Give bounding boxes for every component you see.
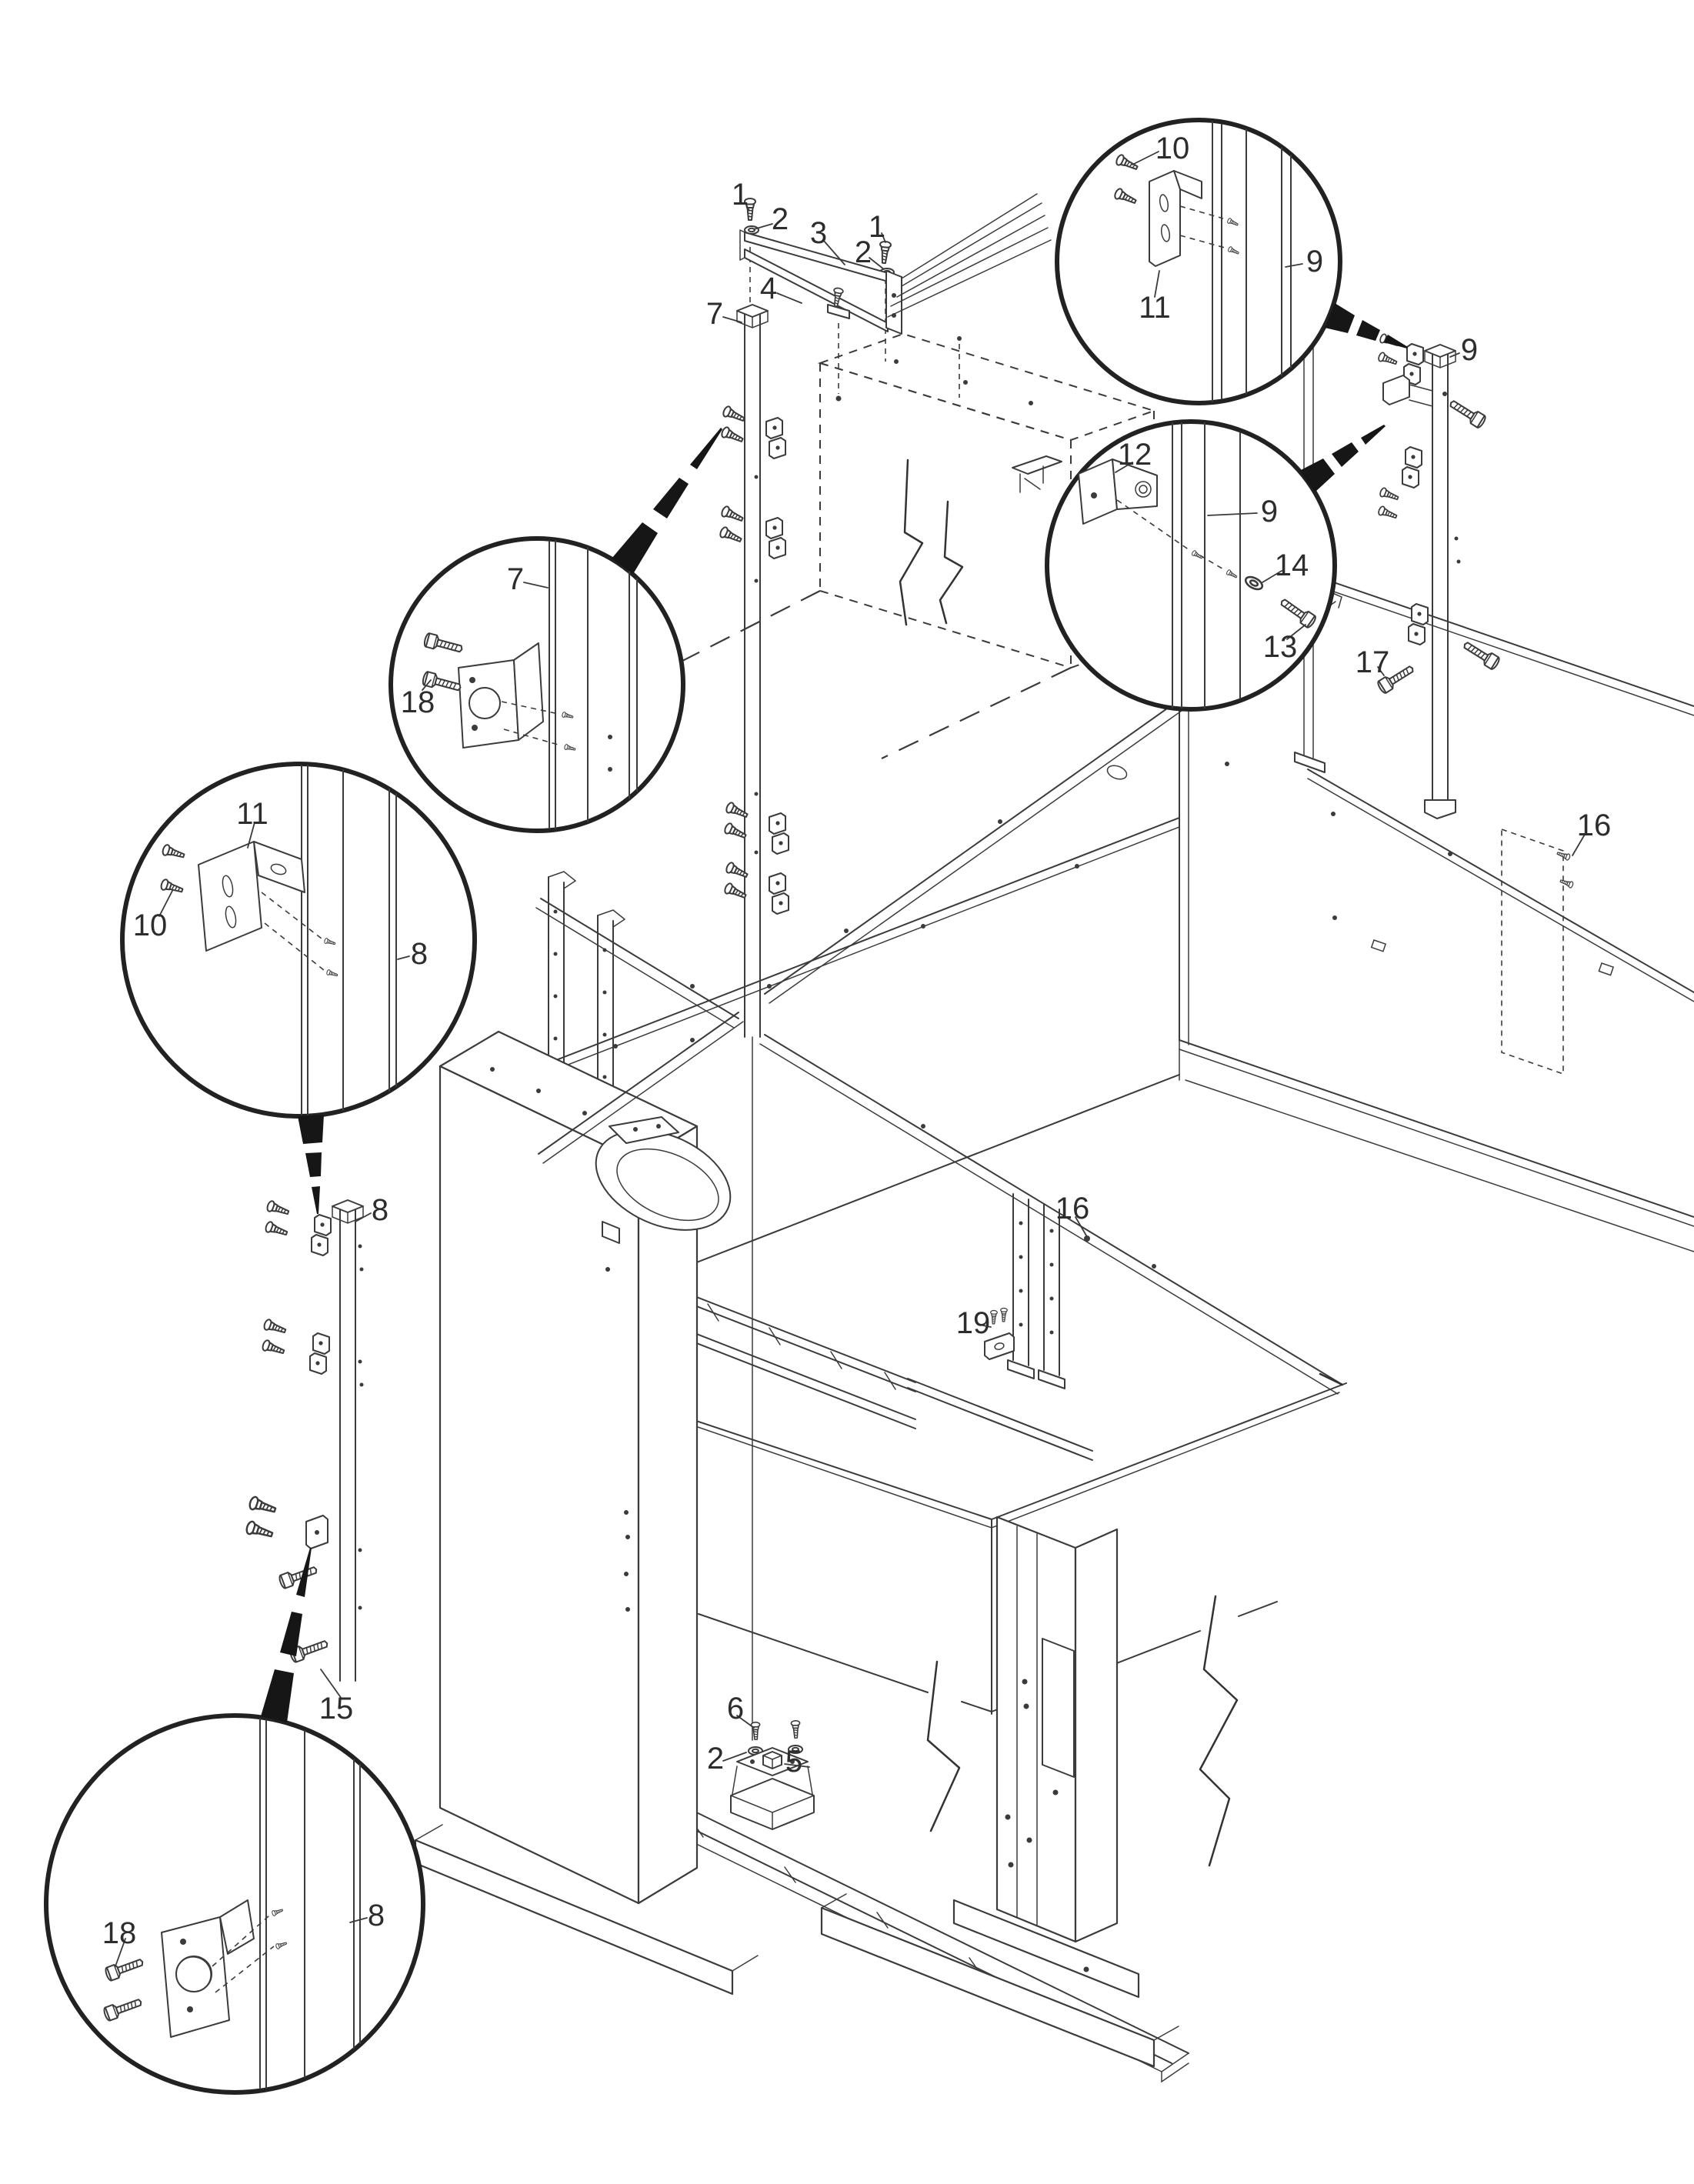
callout-7a: 7: [706, 297, 723, 331]
screw-16b: [1559, 877, 1575, 889]
right-rail-inner: [1307, 778, 1694, 1002]
detail-left-upper-content: [421, 540, 638, 829]
callout-8a: 8: [411, 937, 428, 971]
callout-13: 13: [1263, 630, 1298, 664]
screw-6b: [790, 1719, 802, 1739]
pedestal-plate: [1042, 1638, 1075, 1778]
detail-mid-right-content: [1078, 422, 1319, 709]
detail-circle-top-right: [1055, 118, 1342, 405]
bolt-right-of-9: [1446, 395, 1488, 430]
break-line-left: [926, 1660, 961, 1832]
left-cabinet: [414, 1030, 759, 1996]
arrow-top-right: [1325, 303, 1408, 348]
pedestal-foot: [952, 1899, 1140, 1999]
callout-15: 15: [319, 1692, 354, 1726]
callout-2b: 2: [855, 235, 872, 269]
callout-9c: 9: [1261, 495, 1278, 528]
brace-4: [744, 248, 889, 332]
callout-labels: 1 2 3 1 2 4 7 10 9 11 9 12 9 14 13 17 16…: [102, 132, 1612, 1950]
callout-4: 4: [760, 272, 777, 305]
post-9: [1432, 353, 1449, 807]
post-9-assembly: [1376, 332, 1575, 889]
callout-16a: 16: [1577, 809, 1612, 842]
callout-8c: 8: [368, 1899, 385, 1932]
screw-16-mid: [1084, 1235, 1090, 1242]
right-rail: [1307, 769, 1694, 993]
front-panel: [698, 1595, 1278, 1867]
arrow-bottom-left: [261, 1548, 312, 1722]
callout-12: 12: [1118, 438, 1152, 472]
foot-cap-5: [730, 1778, 815, 1830]
z-bracket-on-9: [1382, 375, 1410, 405]
post-7: [744, 313, 761, 1038]
callout-14: 14: [1275, 549, 1309, 582]
bracket-plate-8: [161, 1916, 230, 2038]
cabinet-right: [637, 1125, 699, 1905]
detail-top-right-content: [1112, 121, 1292, 402]
detail-left-mid-content: [159, 765, 397, 1115]
post-8-assembly: [244, 1199, 364, 1682]
bracket-11: [1149, 170, 1181, 267]
callout-2c: 2: [707, 1742, 724, 1776]
callout-5: 5: [785, 1745, 802, 1779]
hidden-mount-zone: [1501, 828, 1564, 1075]
callout-9a: 9: [1306, 245, 1323, 278]
callout-6: 6: [727, 1692, 744, 1726]
cabinet-latch: [602, 1221, 620, 1244]
clip-19: [984, 1332, 1015, 1360]
callout-18b: 18: [102, 1916, 137, 1950]
callout-10b: 10: [133, 909, 168, 942]
callout-leaders: [115, 151, 1586, 1967]
foot-assembly: [730, 1719, 815, 1830]
inner-uprights-right: [907, 1193, 1093, 1461]
screw-1b: [877, 240, 892, 265]
detail-circle-bottom-left: [44, 1713, 425, 2095]
arrow-mid-right: [1299, 425, 1386, 492]
arrow-left-mid: [298, 1115, 324, 1214]
callout-8b: 8: [372, 1193, 388, 1227]
chassis-latch: [1012, 455, 1062, 475]
right-pedestal: [820, 1515, 1179, 2068]
callout-3: 3: [810, 216, 827, 250]
post-8: [339, 1209, 356, 1682]
callout-2a: 2: [772, 202, 789, 236]
callout-1a: 1: [732, 178, 749, 212]
pedestal-right: [1074, 1528, 1119, 1943]
callout-16b: 16: [1055, 1192, 1090, 1225]
pedestal-base: [820, 1906, 1155, 2068]
callout-10a: 10: [1155, 132, 1190, 165]
bracket-plate-7: [458, 659, 519, 749]
pod-mount: [609, 1116, 679, 1144]
callout-19: 19: [956, 1306, 991, 1340]
break-line-box-1: [899, 458, 924, 626]
motor-pod: [595, 1129, 732, 1231]
detail-bottom-left-content: [102, 1718, 361, 2089]
bolt-15a: [277, 1562, 320, 1590]
straps: [887, 193, 1052, 318]
callout-11b: 11: [236, 797, 268, 831]
break-line-box-2: [939, 500, 964, 625]
callout-7b: 7: [507, 562, 524, 596]
callout-9b: 9: [1461, 333, 1478, 367]
callout-1b: 1: [869, 210, 885, 244]
callout-11a: 11: [1139, 291, 1171, 325]
break-line-right: [1199, 1595, 1239, 1867]
locator-arrows: [261, 303, 1408, 1722]
callout-17: 17: [1356, 645, 1390, 679]
arrow-left-upper: [612, 428, 722, 574]
callout-18a: 18: [401, 685, 435, 719]
